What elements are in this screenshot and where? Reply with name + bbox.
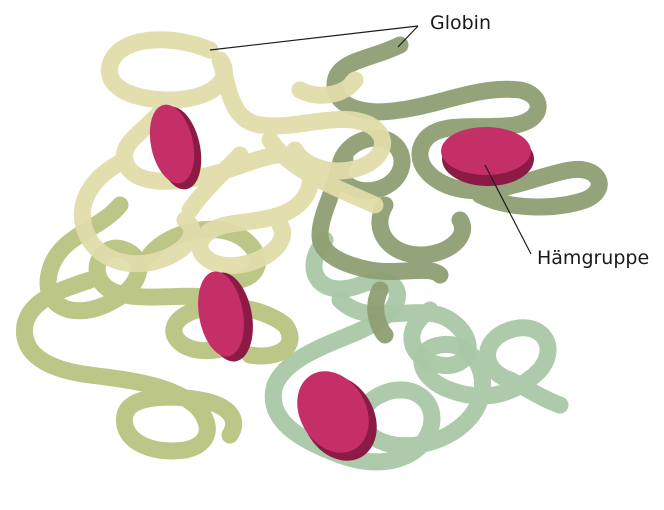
- haem-group-top-right: [441, 127, 534, 186]
- haem-group-label: Hämgruppe: [537, 247, 649, 269]
- globin-label: Globin: [430, 12, 491, 34]
